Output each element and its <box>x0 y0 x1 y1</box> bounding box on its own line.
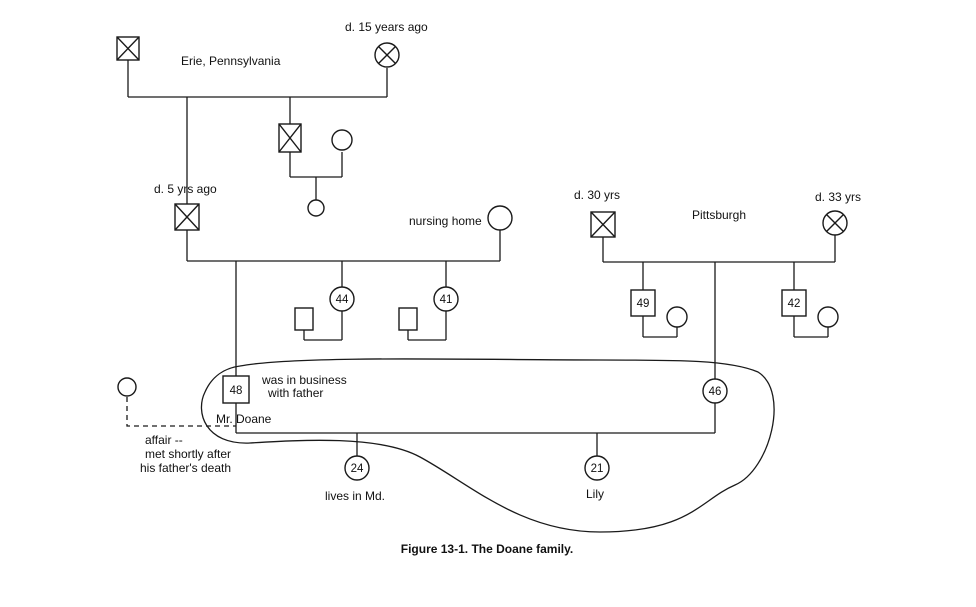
uncle-49-age: 49 <box>637 298 650 310</box>
uncle-42-age: 42 <box>788 298 801 310</box>
mrs-doane-age: 46 <box>709 386 722 398</box>
place-pittsburgh-label: Pittsburgh <box>692 208 746 222</box>
place-erie-label: Erie, Pennsylvania <box>181 54 281 68</box>
maternal-grandfather-death-label: d. 30 yrs <box>574 188 620 202</box>
mrs-doane <box>702 378 728 404</box>
mr-doane-name: Mr. Doane <box>216 412 272 426</box>
great-grandmother-death-label: d. 15 years ago <box>345 20 428 34</box>
maternal-grandfather <box>590 211 616 238</box>
aunt-44-husband <box>294 307 314 331</box>
uncle-49 <box>630 289 656 317</box>
son <box>344 455 370 481</box>
mr-doane-age: 48 <box>230 385 243 397</box>
great-uncle-child <box>307 199 325 217</box>
aunt-44 <box>329 286 355 312</box>
affair-partner <box>117 377 137 397</box>
paternal-great-grandmother <box>374 42 400 68</box>
business-note-line2: with father <box>267 386 323 400</box>
daughter-name: Lily <box>586 487 604 501</box>
aunt-44-age: 44 <box>336 294 349 306</box>
paternal-great-grandfather <box>116 36 140 61</box>
affair-note-line2: met shortly after <box>145 447 231 461</box>
mr-doane <box>222 375 250 404</box>
uncle-42-wife <box>817 306 839 328</box>
paternal-grandfather <box>174 203 200 231</box>
aunt-41-age: 41 <box>440 294 453 306</box>
connection-lines <box>126 60 836 533</box>
business-note-line1: was in business <box>261 373 347 387</box>
paternal-grandmother <box>487 205 513 231</box>
maternal-grandmother <box>822 210 848 236</box>
grandfather-death-label: d. 5 yrs ago <box>154 182 217 196</box>
uncle-49-wife <box>666 306 688 328</box>
daughter-lily <box>584 455 610 481</box>
figure-caption: Figure 13-1. The Doane family. <box>401 542 574 556</box>
great-uncle-wife <box>331 129 353 151</box>
son-note: lives in Md. <box>325 489 385 503</box>
affair-note-line3: his father's death <box>140 461 231 475</box>
aunt-41 <box>433 286 459 312</box>
great-uncle <box>278 123 302 153</box>
daughter-age: 21 <box>591 463 604 475</box>
son-age: 24 <box>351 463 364 475</box>
nursing-home-label: nursing home <box>409 214 482 228</box>
maternal-grandmother-death-label: d. 33 yrs <box>815 190 861 204</box>
aunt-41-husband <box>398 307 418 331</box>
affair-note-line1: affair -- <box>145 433 183 447</box>
uncle-42 <box>781 289 807 317</box>
